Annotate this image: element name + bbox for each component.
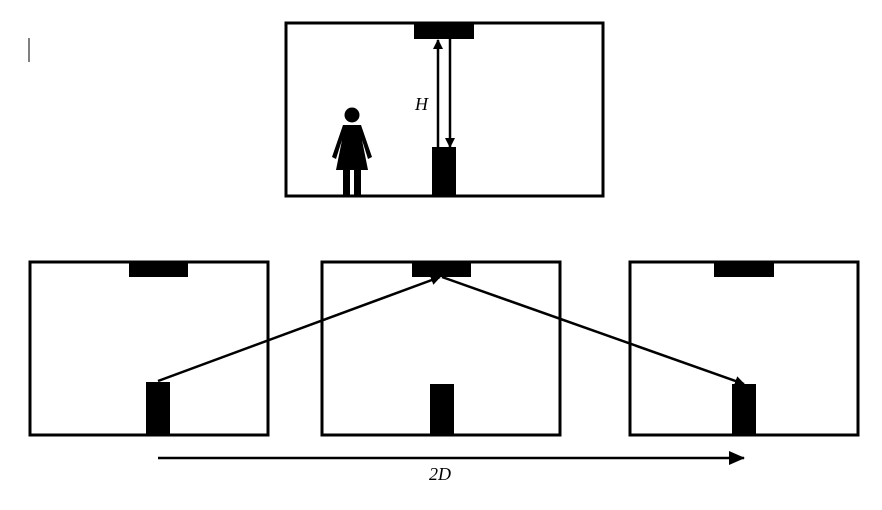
ceiling-sensor: [412, 262, 471, 277]
person-icon: [332, 107, 372, 196]
ceiling-sensor: [714, 262, 774, 277]
left-room-panel: [28, 260, 270, 437]
incident-ray-arrow: [157, 275, 441, 383]
reflected-ray-arrow: [441, 275, 745, 386]
distance-label: 2D: [429, 464, 451, 484]
middle-room-panel: [320, 260, 562, 437]
ceiling-sensor: [129, 262, 188, 277]
height-label: H: [414, 94, 429, 114]
floor-object: [430, 384, 454, 435]
right-room-panel: [628, 260, 860, 437]
floor-object: [732, 384, 756, 435]
floor-object: [146, 382, 170, 435]
ceiling-sensor: [414, 23, 474, 39]
floor-object: [432, 147, 456, 196]
top-room-panel: H: [284, 21, 605, 198]
